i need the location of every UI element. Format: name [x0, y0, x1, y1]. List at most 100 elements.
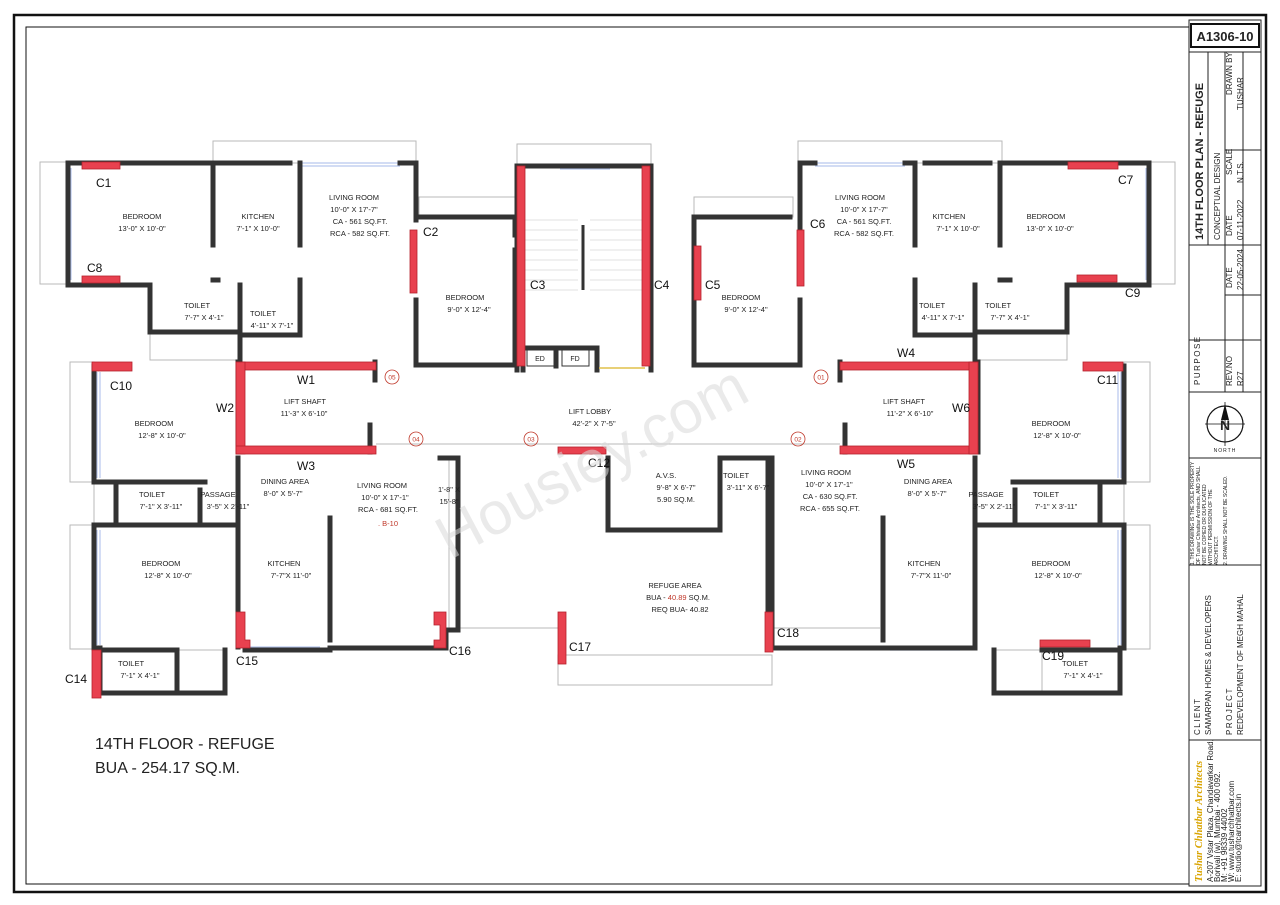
- svg-text:8'-0" X 5'-7": 8'-0" X 5'-7": [263, 489, 302, 498]
- room-duct-l: 1'-8" X: [438, 485, 460, 494]
- room-labels: BEDROOM 13'-0" X 10'-0" KITCHEN 7'-1" X …: [118, 193, 1103, 680]
- firm-name: Tushar Chhatbar Architects: [1194, 761, 1205, 882]
- notes: 1. THIS DRAWING IS THE SOLE PROPERTY OF …: [1190, 462, 1229, 565]
- room-passage-r: PASSAGE: [968, 490, 1003, 499]
- svg-text:7'-1" X 10'-0": 7'-1" X 10'-0": [236, 224, 280, 233]
- ed-fd-boxes: ED FD: [526, 349, 590, 367]
- columns: [81, 161, 1124, 699]
- room-toilet-tr1: TOILET: [919, 301, 946, 310]
- watermark: Housiey.com: [425, 352, 759, 572]
- svg-text:RCA - 582 SQ.FT.: RCA - 582 SQ.FT.: [834, 229, 894, 238]
- room-kitchen-bl: KITCHEN: [268, 559, 301, 568]
- grid-marker-05: 05: [388, 375, 396, 382]
- label-c5: C5: [705, 278, 721, 292]
- sheet-border: [12, 13, 1268, 894]
- svg-text:7'-1" X 10'-0": 7'-1" X 10'-0": [936, 224, 980, 233]
- room-bedroom-br: BEDROOM: [1032, 559, 1071, 568]
- label-w6: W6: [952, 401, 970, 415]
- svg-text:12'-8" X 10'-0": 12'-8" X 10'-0": [138, 431, 186, 440]
- room-toilet-bl: TOILET: [118, 659, 145, 668]
- room-living-tl: LIVING ROOM: [329, 193, 379, 202]
- column-c17: [557, 611, 567, 665]
- drawn-by: TUSHAR: [1236, 77, 1245, 110]
- svg-text:7'-7"X 11'-0": 7'-7"X 11'-0": [271, 571, 312, 580]
- scale-label: SCALE: [1225, 149, 1234, 175]
- date-2: 22-05-2024: [1236, 249, 1245, 290]
- svg-text:10'-0" X 17'-1": 10'-0" X 17'-1": [805, 480, 853, 489]
- wall-w3: [235, 445, 377, 455]
- svg-text:15'-8": 15'-8": [439, 497, 458, 506]
- room-bedroom-tr: BEDROOM: [1027, 212, 1066, 221]
- label-c1: C1: [96, 176, 112, 190]
- north-arrow-icon: N NORTH: [1205, 402, 1245, 454]
- column-c15: [235, 611, 251, 649]
- grid-markers: 05 04 03 02 01: [384, 369, 829, 447]
- label-w5: W5: [897, 457, 915, 471]
- svg-text:. B-10: . B-10: [378, 519, 398, 528]
- firm-web: W: www.tusharchhatbar.com: [1227, 780, 1236, 882]
- room-toilet-avs: TOILET: [723, 471, 750, 480]
- svg-text:NORTH: NORTH: [1214, 448, 1237, 454]
- label-c16: C16: [449, 644, 471, 658]
- column-c2: [409, 229, 418, 294]
- svg-text:12'-8" X 10'-0": 12'-8" X 10'-0": [144, 571, 192, 580]
- column-c19: [1039, 639, 1091, 648]
- room-bedroom-tcl: BEDROOM: [446, 293, 485, 302]
- room-toilet-br: TOILET: [1062, 659, 1089, 668]
- room-bedroom-tl: BEDROOM: [123, 212, 162, 221]
- refuge-bua: BUA - 40.89 SQ.M.: [646, 593, 710, 602]
- svg-text:3'-5" X 2'-11": 3'-5" X 2'-11": [207, 502, 250, 511]
- column-c8: [81, 275, 121, 284]
- svg-text:9'-8" X 6'-7": 9'-8" X 6'-7": [656, 483, 695, 492]
- label-w4: W4: [897, 346, 915, 360]
- column-c5: [693, 245, 702, 301]
- grid-marker-01: 01: [817, 375, 825, 382]
- wall-w5: [839, 445, 979, 455]
- column-c1: [81, 161, 121, 170]
- column-c9: [1076, 274, 1118, 283]
- client-label: CLIENT: [1193, 698, 1202, 735]
- wall-w6: [968, 361, 979, 455]
- date-label-1: DATE: [1225, 215, 1234, 236]
- column-c3: [516, 165, 526, 367]
- room-dining-r: DINING AREA: [904, 477, 952, 486]
- label-c12: C12: [588, 456, 610, 470]
- grid-marker-04: 04: [412, 437, 420, 444]
- svg-text:4'-11" X 7'-1": 4'-11" X 7'-1": [922, 313, 965, 322]
- ed-label: ED: [535, 356, 545, 363]
- date-label-2: DATE: [1225, 267, 1234, 288]
- wall-w1: [235, 361, 377, 371]
- svg-text:RCA - 681 SQ.FT.: RCA - 681 SQ.FT.: [358, 505, 418, 514]
- svg-text:10'-0" X 17'-7": 10'-0" X 17'-7": [840, 205, 888, 214]
- sheet-number: A1306-10: [1196, 29, 1253, 44]
- svg-text:7'-1" X 4'-1": 7'-1" X 4'-1": [120, 671, 159, 680]
- label-c4: C4: [654, 278, 670, 292]
- rev-label: REV.NO: [1225, 356, 1234, 386]
- room-bedroom-mr: BEDROOM: [1032, 419, 1071, 428]
- column-c16: [433, 611, 447, 649]
- svg-text:11'-2" X 6'-10": 11'-2" X 6'-10": [887, 409, 934, 418]
- label-c6: C6: [810, 217, 826, 231]
- wall-w2: [235, 361, 246, 455]
- room-toilet-tl1: TOILET: [184, 301, 211, 310]
- svg-text:7'-1" X 4'-1": 7'-1" X 4'-1": [1063, 671, 1102, 680]
- room-living-tr: LIVING ROOM: [835, 193, 885, 202]
- client-name: SAMARPAN HOMES & DEVELOPERS: [1204, 595, 1213, 735]
- wall-w4: [839, 361, 979, 371]
- svg-text:3'-11" X 6'-7": 3'-11" X 6'-7": [727, 483, 770, 492]
- svg-text:7'-7" X 4'-1": 7'-7" X 4'-1": [184, 313, 223, 322]
- room-living-bl: LIVING ROOM: [357, 481, 407, 490]
- svg-text:N: N: [1220, 417, 1230, 433]
- svg-text:10'-0" X 17'-1": 10'-0" X 17'-1": [361, 493, 409, 502]
- drawing-subtitle: CONCEPTUAL DESIGN: [1213, 153, 1222, 240]
- label-c9: C9: [1125, 286, 1141, 300]
- firm-address-2: Borivali (w), Mumbai - 400 092.: [1213, 771, 1222, 882]
- svg-text:CA - 630 SQ.FT.: CA - 630 SQ.FT.: [803, 492, 858, 501]
- room-dining-l: DINING AREA: [261, 477, 309, 486]
- svg-text:7'-1" X 3'-11": 7'-1" X 3'-11": [140, 502, 183, 511]
- svg-text:CA - 561 SQ.FT.: CA - 561 SQ.FT.: [333, 217, 388, 226]
- scale-value: N.T.S.: [1236, 161, 1245, 183]
- column-c4: [641, 165, 651, 367]
- column-c6: [796, 229, 805, 287]
